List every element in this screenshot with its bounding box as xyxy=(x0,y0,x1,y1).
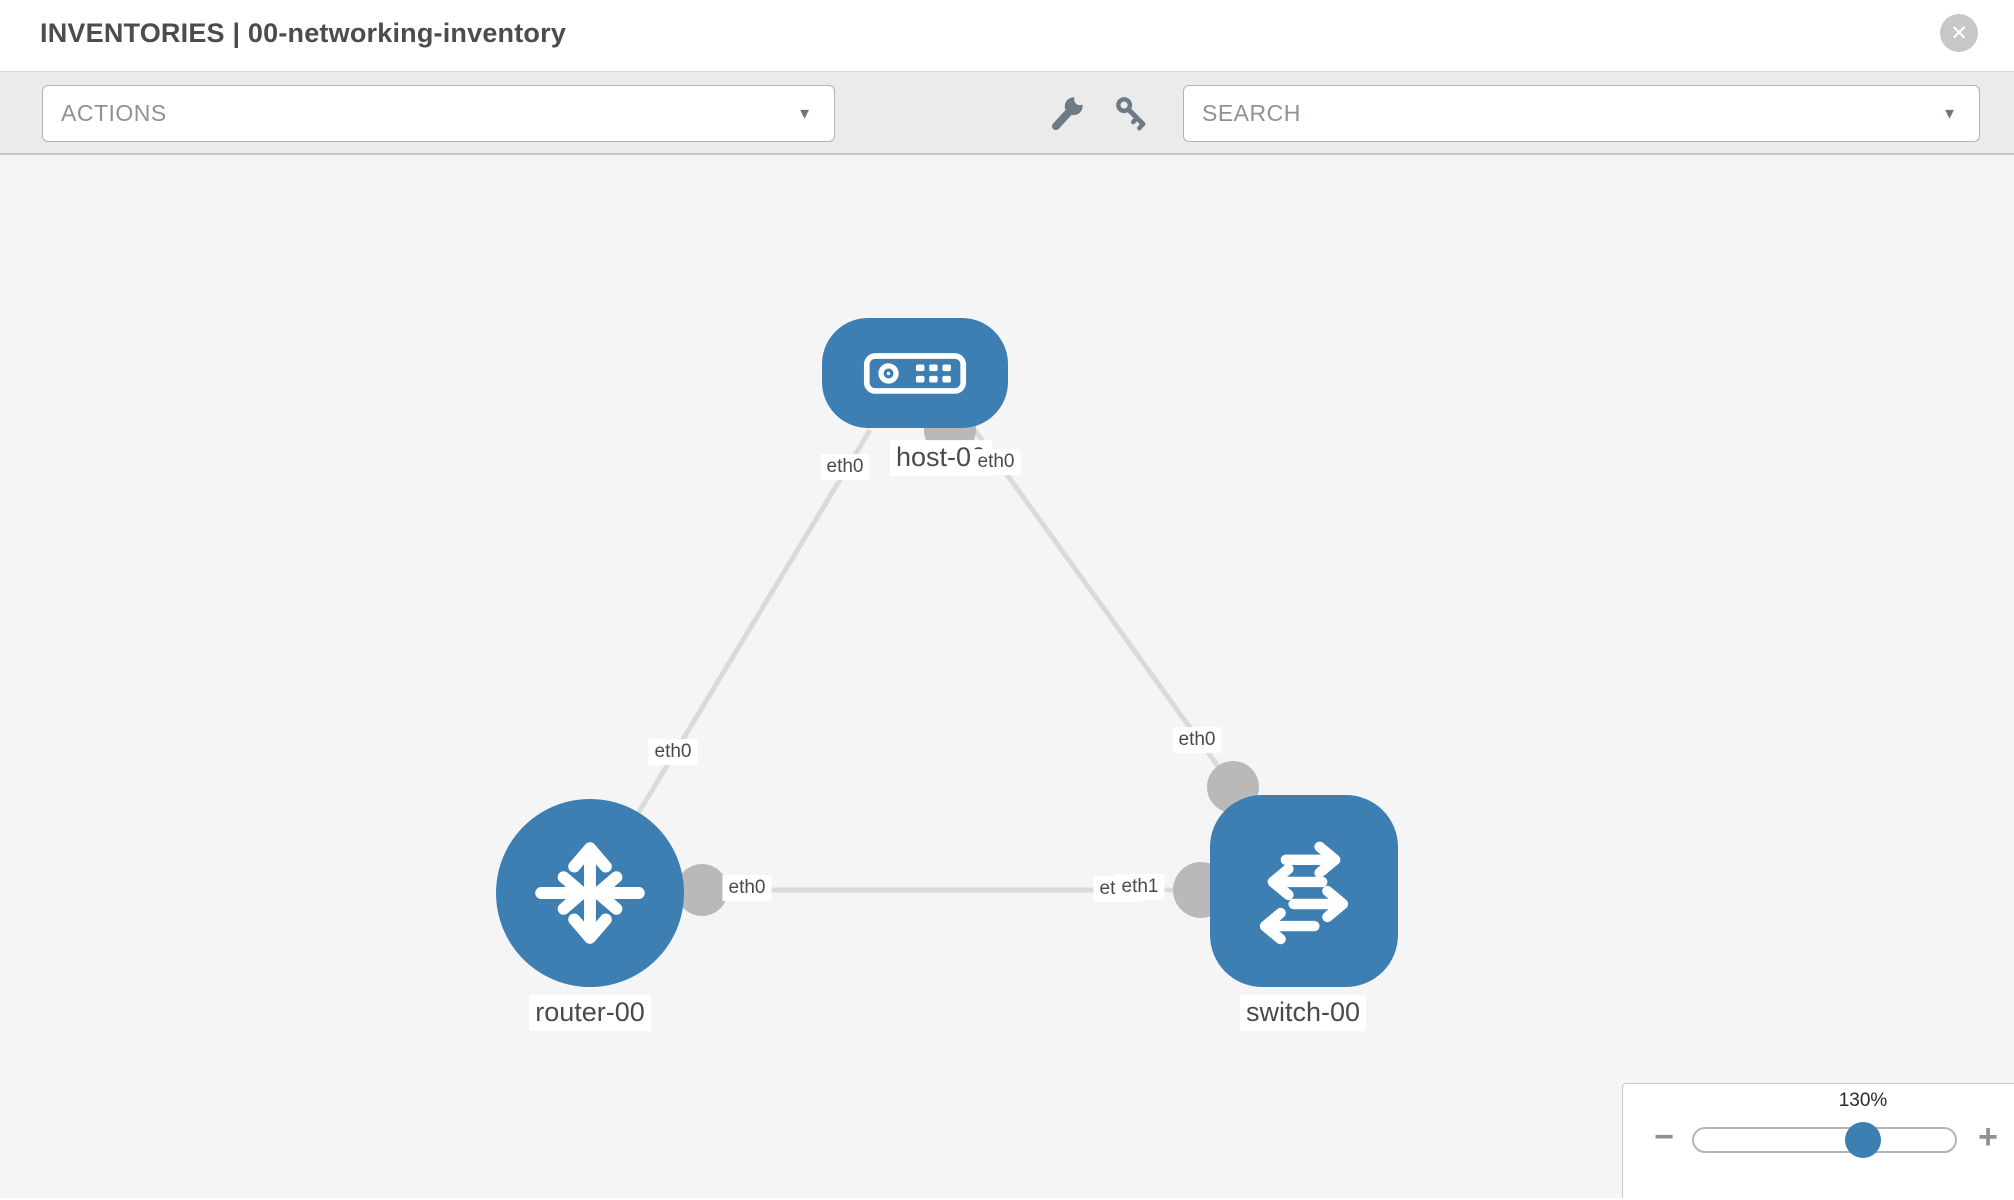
node-host-00[interactable] xyxy=(822,318,1008,428)
interface-label-router-right: eth0 xyxy=(722,875,772,901)
interface-label-router-up: eth0 xyxy=(648,739,698,765)
zoom-control-panel: 130% − + xyxy=(1622,1083,2014,1198)
close-button[interactable]: ✕ xyxy=(1940,14,1978,52)
search-dropdown[interactable]: SEARCH ▼ xyxy=(1183,85,1980,142)
interface-label-host-left: eth0 xyxy=(820,454,870,480)
zoom-out-button[interactable]: − xyxy=(1654,1118,1674,1156)
wrench-icon xyxy=(1052,94,1086,131)
zoom-level-value: 130% xyxy=(1838,1090,1888,1111)
port-router-right xyxy=(676,864,728,916)
page-title: INVENTORIES | 00-networking-inventory xyxy=(40,18,567,48)
chevron-down-icon: ▼ xyxy=(797,105,812,122)
switch-icon xyxy=(1259,841,1349,945)
panel-header: INVENTORIES | 00-networking-inventory ✕ xyxy=(0,0,2014,71)
host-icon xyxy=(863,353,967,394)
interface-label-host-right: eth0 xyxy=(971,449,1021,475)
topology-canvas[interactable]: host-00 router-00 switch-00 eth0 eth0 et… xyxy=(0,155,2014,1198)
node-router-00[interactable] xyxy=(496,799,684,987)
zoom-slider-handle[interactable] xyxy=(1845,1122,1881,1158)
zoom-slider-track[interactable] xyxy=(1692,1127,1957,1153)
node-label-switch: switch-00 xyxy=(1239,995,1367,1031)
router-icon xyxy=(535,842,645,944)
key-icon xyxy=(1116,97,1146,131)
actions-dropdown[interactable]: ACTIONS ▼ xyxy=(42,85,835,142)
key-credentials-button[interactable] xyxy=(1113,94,1153,134)
node-label-router: router-00 xyxy=(529,995,651,1031)
chevron-down-icon: ▼ xyxy=(1942,105,1957,122)
node-switch-00[interactable] xyxy=(1210,795,1398,987)
actions-dropdown-label: ACTIONS xyxy=(61,100,167,126)
zoom-in-button[interactable]: + xyxy=(1978,1118,1998,1156)
interface-label-switch-left-over: eth1 xyxy=(1115,874,1165,900)
configure-tools-button[interactable] xyxy=(1047,94,1087,134)
toolbar: ACTIONS ▼ SEARCH ▼ xyxy=(0,71,2014,155)
interface-label-switch-top: eth0 xyxy=(1172,727,1222,753)
close-icon: ✕ xyxy=(1950,21,1968,45)
topology-edges xyxy=(587,398,1259,918)
search-input-placeholder: SEARCH xyxy=(1202,100,1301,126)
